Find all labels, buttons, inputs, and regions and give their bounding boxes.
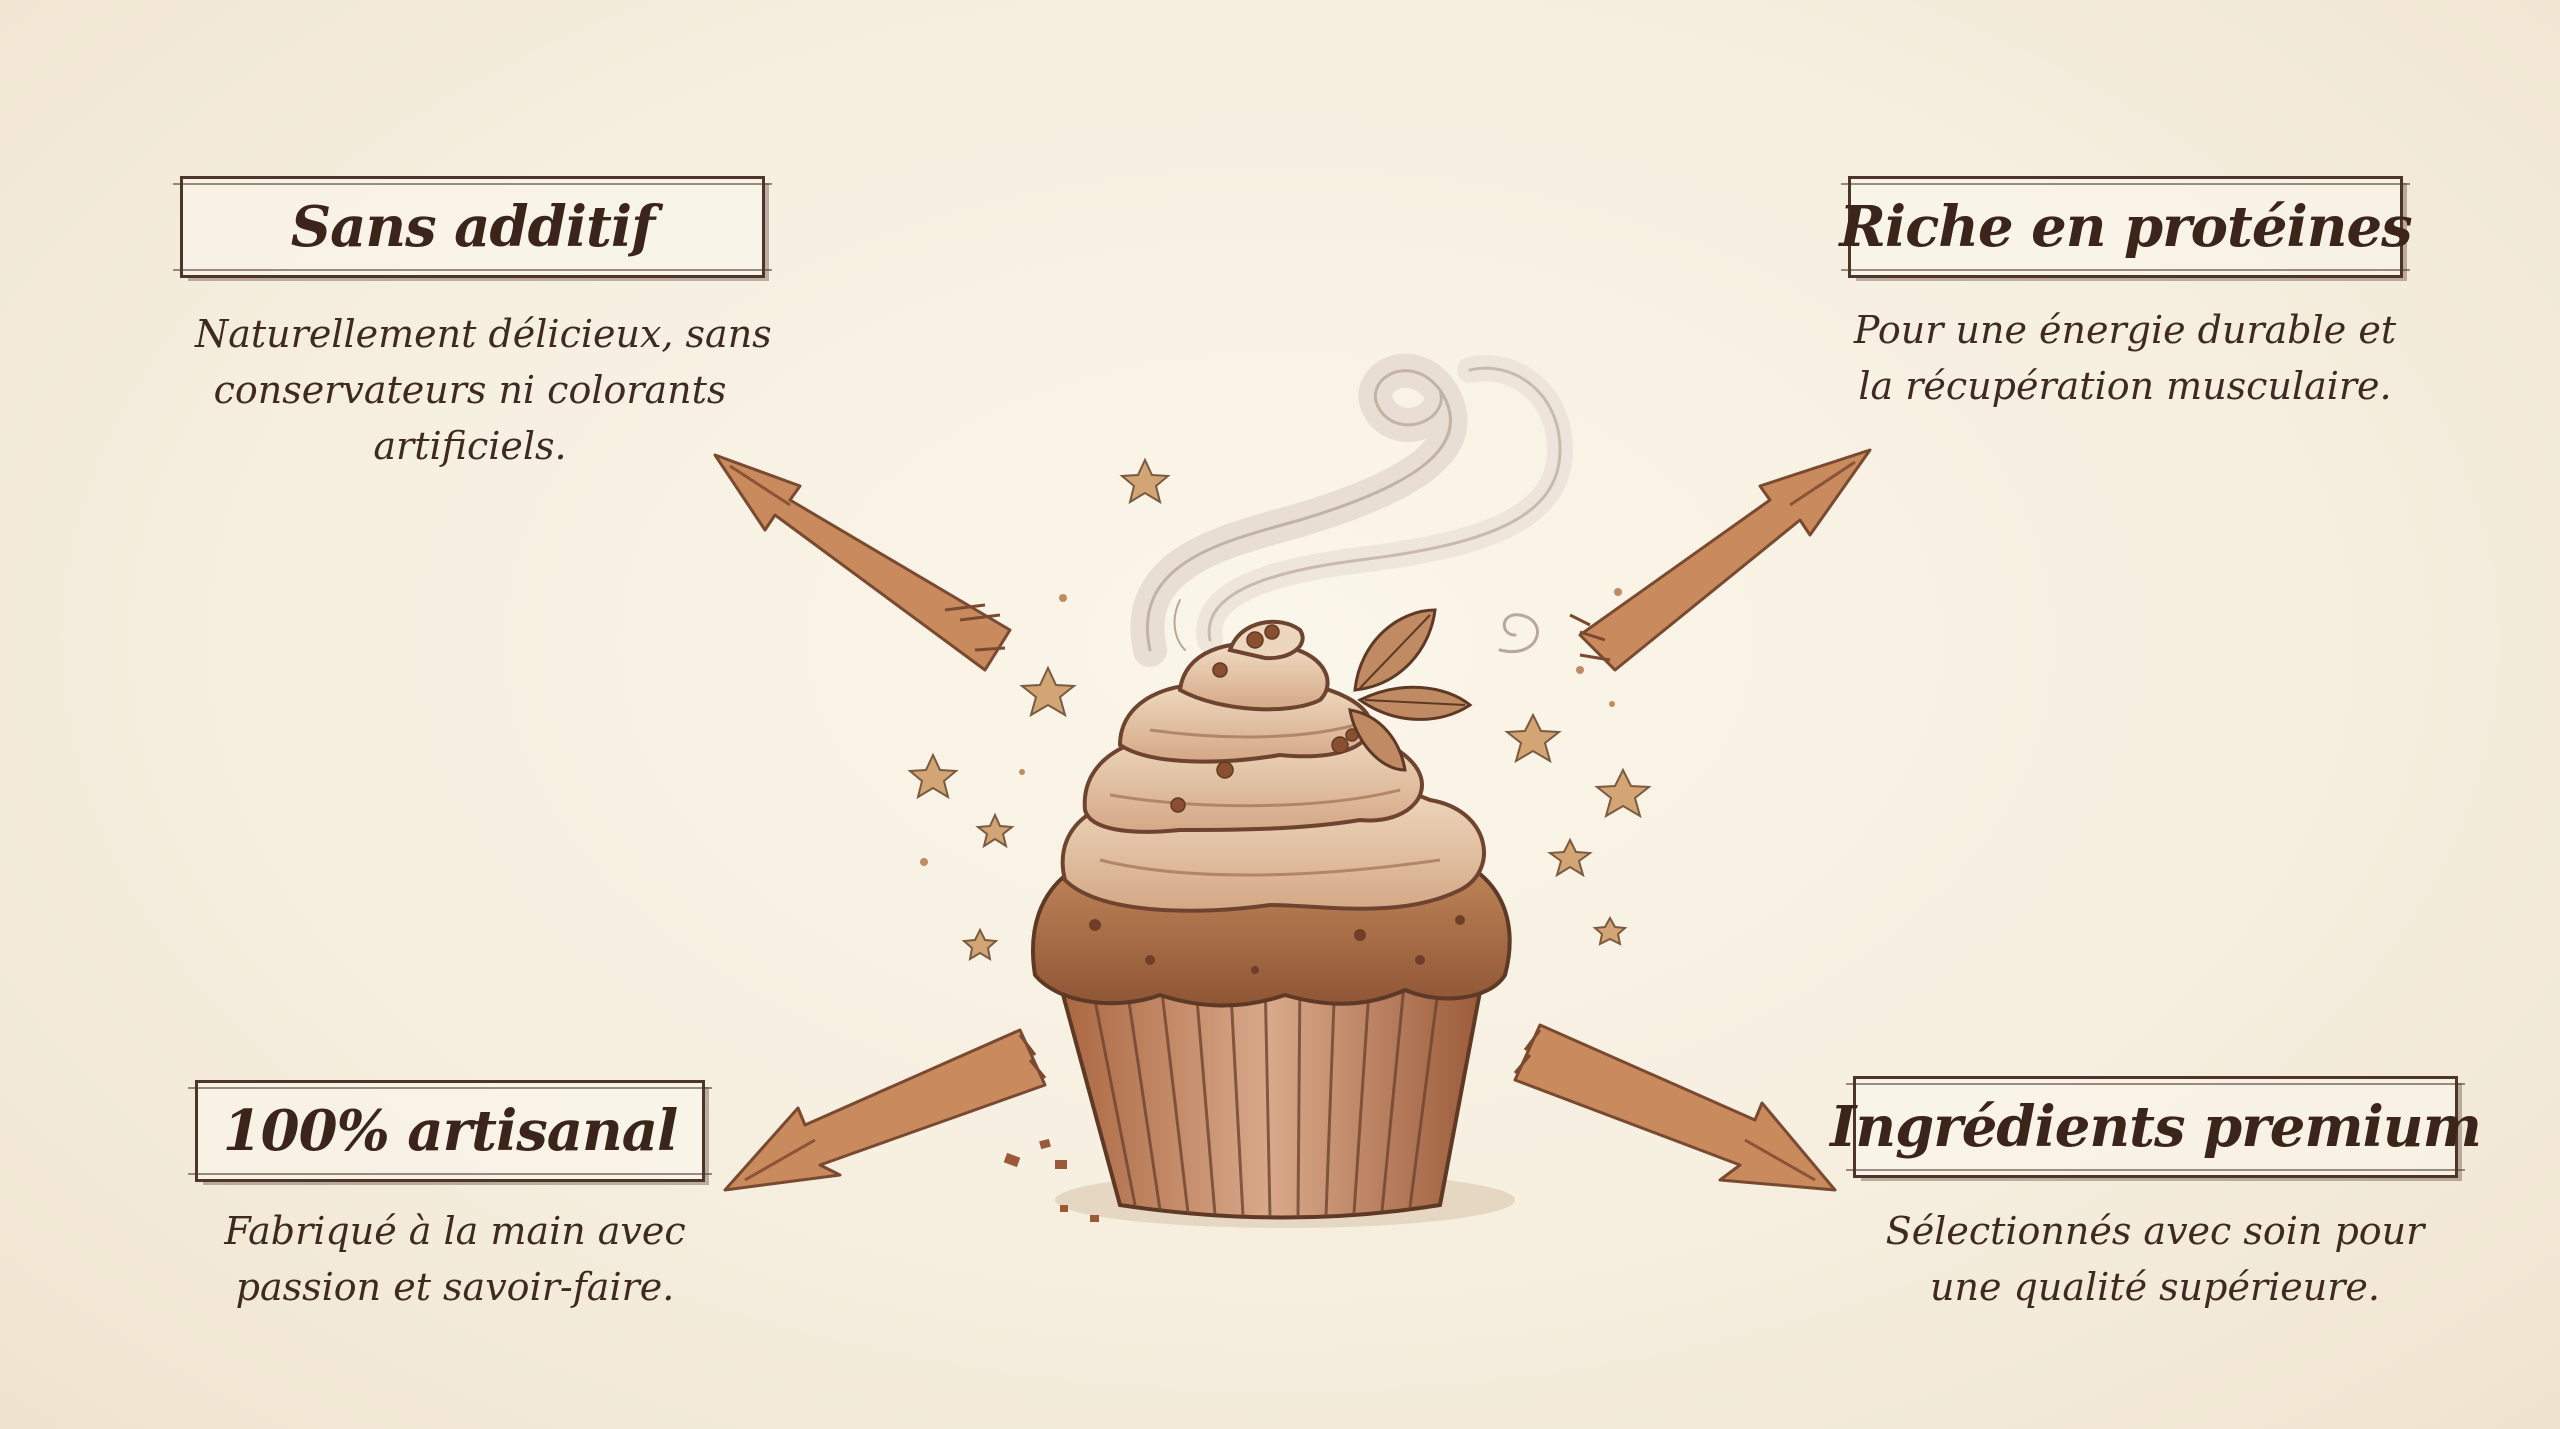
arrow-bottom-left-icon [723,1028,1047,1192]
feature-description-sans-additif: Naturellement délicieux, sans conservate… [195,306,772,474]
cupcake-illustration [1003,608,1515,1228]
feature-description-line: Pour une énergie durable et [1853,308,2397,352]
feature-description-artisanal: Fabriqué à la main avec passion et savoi… [205,1203,705,1315]
star-icon [1504,712,1562,764]
decorative-stars [907,457,1652,961]
feature-description-line: conservateurs ni colorants [213,368,727,412]
star-icon [1019,665,1077,718]
feature-description-line: une qualité supérieure. [1930,1265,2380,1309]
arrow-top-right-icon [1569,448,1872,672]
feature-description-line: passion et savoir-faire. [235,1265,675,1309]
feature-box-ingredients-premium: Ingrédients premium [1830,1076,2482,1178]
feature-description-ingredients-premium: Sélectionnés avec soin pour une qualité … [1860,1203,2450,1315]
star-icon [907,752,959,800]
feature-title: Sans additif [290,194,656,260]
leaf-icon [1348,608,1473,772]
feature-title: 100% artisanal [222,1098,679,1164]
feature-description-line: Naturellement délicieux, sans [195,312,772,356]
feature-box-sans-additif: Sans additif [173,176,772,278]
feature-box-riche-en-proteines: Riche en protéines [1839,176,2413,278]
arrow-bottom-right-icon [1513,1023,1837,1192]
star-icon [975,812,1015,849]
feature-box-artisanal: 100% artisanal [188,1080,712,1182]
feature-description-line: Fabriqué à la main avec [224,1209,686,1253]
feature-title: Ingrédients premium [1830,1094,2482,1160]
arrow-top-left-icon [713,453,1012,672]
sparkle-dots [920,588,1622,866]
feature-description-line: la récupération musculaire. [1858,364,2392,408]
feature-description-riche-en-proteines: Pour une énergie durable et la récupérat… [1845,302,2405,414]
feature-description-line: artificiels. [373,424,567,468]
star-icon [1594,767,1652,819]
star-icon [1119,457,1171,505]
star-icon [961,927,999,961]
feature-description-line: Sélectionnés avec soin pour [1885,1209,2425,1253]
star-icon [1547,837,1593,878]
steam-swirl-icon [1130,353,1574,667]
star-icon [1592,915,1628,946]
feature-title: Riche en protéines [1839,194,2412,260]
